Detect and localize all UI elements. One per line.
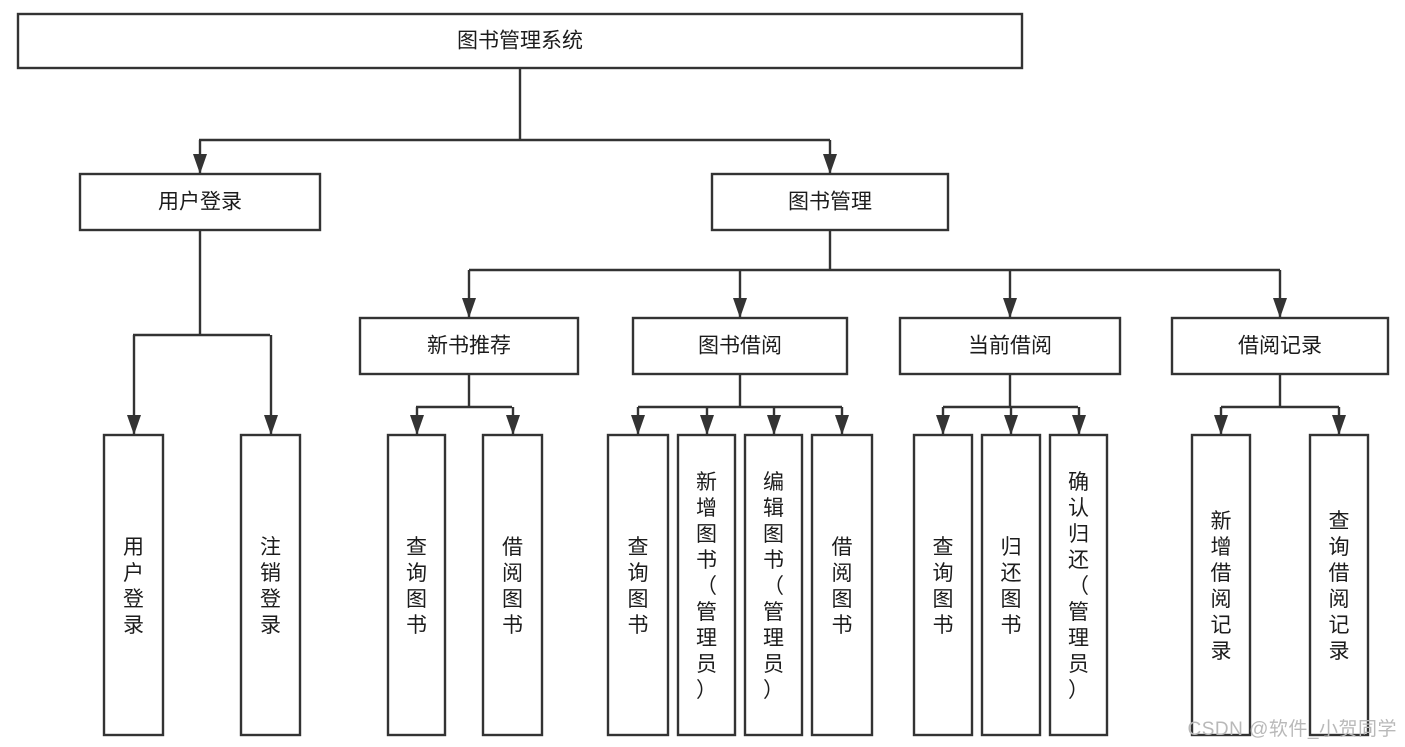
node-label: 借阅记录 bbox=[1238, 335, 1322, 358]
node-leaf-query-book-2[interactable]: 查询图书 bbox=[606, 433, 670, 737]
node-box[interactable] bbox=[676, 433, 737, 737]
node-leaf-query-record[interactable]: 查询借阅记录 bbox=[1308, 433, 1370, 737]
node-leaf-logout[interactable]: 注销登录 bbox=[239, 433, 302, 737]
arrowhead-icon bbox=[1332, 415, 1346, 435]
node-leaf-query-book-1[interactable]: 查询图书 bbox=[386, 433, 447, 737]
node-box[interactable] bbox=[710, 172, 950, 232]
node-book-borrow[interactable]: 图书借阅 bbox=[631, 316, 849, 376]
arrowhead-icon bbox=[506, 415, 520, 435]
connector-layer bbox=[127, 68, 1346, 435]
arrowhead-icon bbox=[936, 415, 950, 435]
node-leaf-user-login[interactable]: 用户登录 bbox=[102, 433, 165, 737]
node-label: 图书管理系统 bbox=[457, 30, 583, 53]
node-box[interactable] bbox=[78, 172, 322, 232]
node-label: 新增借阅记录 bbox=[1211, 510, 1232, 663]
arrowhead-icon bbox=[1072, 415, 1086, 435]
node-label: 当前借阅 bbox=[968, 335, 1052, 358]
node-box[interactable] bbox=[810, 433, 874, 737]
arrowhead-icon bbox=[823, 154, 837, 174]
node-label: 归还图书 bbox=[1001, 536, 1022, 637]
arrowhead-icon bbox=[1273, 298, 1287, 318]
node-layer: 图书管理系统用户登录图书管理新书推荐图书借阅当前借阅借阅记录用户登录注销登录查询… bbox=[16, 12, 1390, 737]
arrowhead-icon bbox=[1003, 298, 1017, 318]
node-book-manage[interactable]: 图书管理 bbox=[710, 172, 950, 232]
node-label: 查询图书 bbox=[933, 536, 954, 637]
node-box[interactable] bbox=[481, 433, 544, 737]
arrowhead-icon bbox=[700, 415, 714, 435]
node-box[interactable] bbox=[358, 316, 580, 376]
node-user-login[interactable]: 用户登录 bbox=[78, 172, 322, 232]
node-box[interactable] bbox=[898, 316, 1122, 376]
arrowhead-icon bbox=[1004, 415, 1018, 435]
node-box[interactable] bbox=[1048, 433, 1109, 737]
node-borrow-record[interactable]: 借阅记录 bbox=[1170, 316, 1390, 376]
node-box[interactable] bbox=[1308, 433, 1370, 737]
node-label: 新增图书（管理员） bbox=[696, 471, 717, 702]
node-box[interactable] bbox=[1170, 316, 1390, 376]
arrowhead-icon bbox=[631, 415, 645, 435]
node-box[interactable] bbox=[743, 433, 804, 737]
node-root[interactable]: 图书管理系统 bbox=[16, 12, 1024, 70]
arrowhead-icon bbox=[127, 415, 141, 435]
node-box[interactable] bbox=[1190, 433, 1252, 737]
node-leaf-return-book[interactable]: 归还图书 bbox=[980, 433, 1042, 737]
arrowhead-icon bbox=[835, 415, 849, 435]
node-current-borrow[interactable]: 当前借阅 bbox=[898, 316, 1122, 376]
node-leaf-edit-book[interactable]: 编辑图书（管理员） bbox=[743, 433, 804, 737]
node-label: 注销登录 bbox=[260, 536, 281, 637]
node-label: 查询图书 bbox=[628, 536, 649, 637]
arrowhead-icon bbox=[462, 298, 476, 318]
node-label: 用户登录 bbox=[123, 536, 144, 637]
node-box[interactable] bbox=[980, 433, 1042, 737]
node-leaf-add-book[interactable]: 新增图书（管理员） bbox=[676, 433, 737, 737]
node-box[interactable] bbox=[606, 433, 670, 737]
node-new-book-rec[interactable]: 新书推荐 bbox=[358, 316, 580, 376]
node-leaf-query-book-3[interactable]: 查询图书 bbox=[912, 433, 974, 737]
arrowhead-icon bbox=[1214, 415, 1228, 435]
node-box[interactable] bbox=[912, 433, 974, 737]
node-label: 借阅图书 bbox=[502, 536, 523, 637]
node-box[interactable] bbox=[102, 433, 165, 737]
node-leaf-borrow-book-2[interactable]: 借阅图书 bbox=[810, 433, 874, 737]
node-label: 查询图书 bbox=[406, 536, 427, 637]
node-box[interactable] bbox=[631, 316, 849, 376]
node-leaf-borrow-book-1[interactable]: 借阅图书 bbox=[481, 433, 544, 737]
arrowhead-icon bbox=[410, 415, 424, 435]
node-label: 查询借阅记录 bbox=[1329, 510, 1350, 663]
arrowhead-icon bbox=[264, 415, 278, 435]
node-box[interactable] bbox=[16, 12, 1024, 70]
node-label: 用户登录 bbox=[158, 191, 242, 214]
node-label: 借阅图书 bbox=[832, 536, 853, 637]
node-label: 图书管理 bbox=[788, 191, 872, 214]
watermark-label: CSDN @软件_小贺同学 bbox=[1187, 719, 1397, 740]
node-label: 确认归还（管理员） bbox=[1068, 471, 1089, 702]
arrowhead-icon bbox=[733, 298, 747, 318]
arrowhead-icon bbox=[767, 415, 781, 435]
node-box[interactable] bbox=[239, 433, 302, 737]
node-leaf-add-record[interactable]: 新增借阅记录 bbox=[1190, 433, 1252, 737]
node-leaf-confirm-return[interactable]: 确认归还（管理员） bbox=[1048, 433, 1109, 737]
node-box[interactable] bbox=[386, 433, 447, 737]
node-label: 图书借阅 bbox=[698, 335, 782, 358]
arrowhead-icon bbox=[193, 154, 207, 174]
node-label: 编辑图书（管理员） bbox=[763, 471, 784, 702]
node-label: 新书推荐 bbox=[427, 335, 511, 358]
